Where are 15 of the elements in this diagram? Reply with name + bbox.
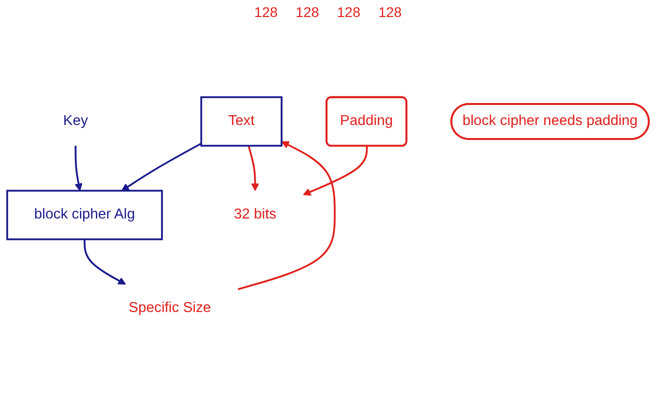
block-size-label: 128	[296, 4, 319, 20]
arrow	[84, 239, 126, 285]
node-box: Text	[200, 96, 282, 147]
arrow	[238, 141, 336, 290]
node-box: block cipher Alg	[6, 190, 163, 240]
arrow	[121, 142, 202, 192]
arrow	[248, 145, 260, 192]
node-text: Key	[63, 113, 88, 129]
node-text: 32 bits	[234, 206, 276, 222]
block-size-label: 128	[378, 4, 402, 20]
block-size-label: 128	[254, 4, 278, 20]
block-size-label: 128	[337, 4, 360, 20]
arrow	[74, 146, 82, 192]
arrow	[302, 146, 368, 196]
node-text: Specific Size	[128, 300, 212, 316]
